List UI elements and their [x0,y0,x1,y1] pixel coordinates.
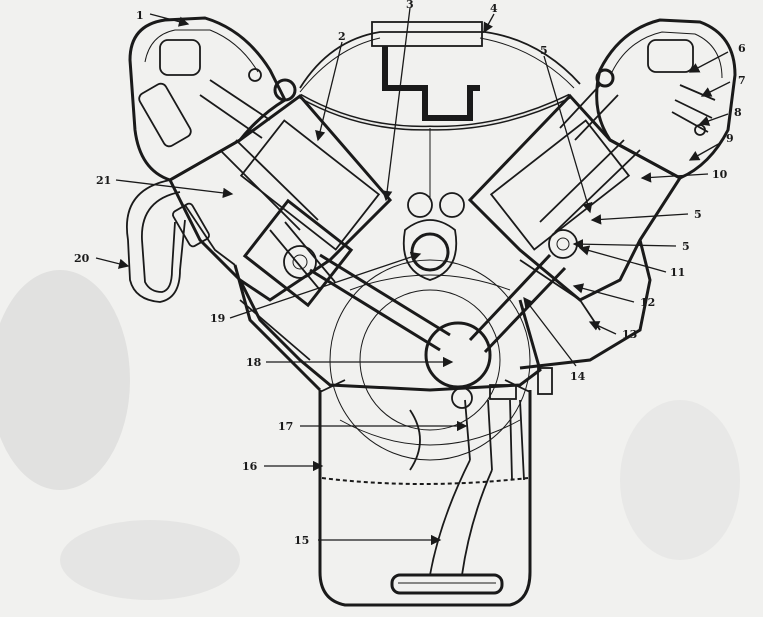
callout-14: 14 [570,370,586,383]
right-cylinder-bank [467,93,683,370]
left-cylinder-bank [168,93,393,308]
callout-4: 4 [490,2,498,15]
callout-11: 11 [670,266,685,279]
callout-13: 13 [622,328,637,341]
callout-5-top: 5 [540,44,548,57]
coolant-hose [126,179,186,303]
paper-texture [0,270,740,600]
callout-21: 21 [96,174,111,187]
callout-17: 17 [278,420,293,433]
crankcase [233,259,542,461]
leader-lines [95,7,731,546]
right-rocker-cover [559,18,737,180]
intake-manifold [298,21,581,218]
left-rocker-cover [128,16,297,182]
callout-18: 18 [246,356,262,369]
callout-7: 7 [738,74,746,87]
callout-12: 12 [640,296,655,309]
callout-19: 19 [210,312,225,325]
callout-16: 16 [242,460,258,473]
callout-15: 15 [294,534,309,547]
callout-20: 20 [74,252,90,265]
callout-6: 6 [738,42,746,55]
oil-pickup [390,399,525,595]
crankshaft [402,219,492,389]
callout-2: 2 [338,30,346,43]
callout-5-middle: 5 [694,208,702,221]
callout-9: 9 [726,132,734,145]
callout-1: 1 [136,9,144,22]
callout-10: 10 [712,168,728,181]
oil-pan [318,367,553,607]
callout-5-lower: 5 [682,240,690,253]
callout-3: 3 [406,0,414,11]
callout-8: 8 [734,106,742,119]
